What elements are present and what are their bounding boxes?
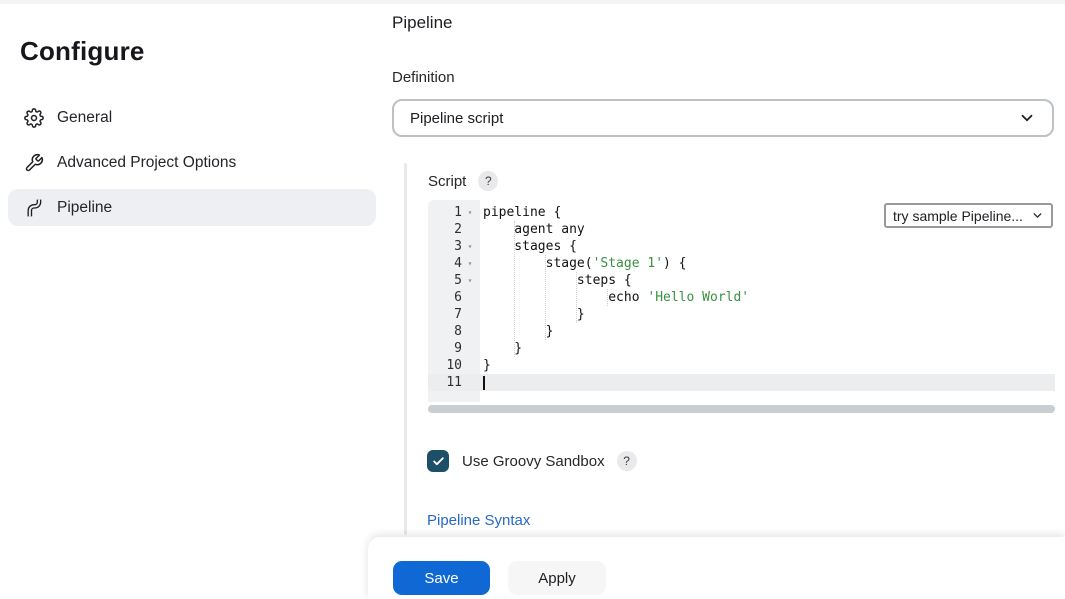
code-line[interactable]: 10} (428, 357, 1055, 374)
code-line-text: } (483, 341, 523, 356)
code-line-text: } (483, 358, 491, 373)
pipeline-icon (24, 198, 44, 218)
sidebar-item-pipeline[interactable]: Pipeline (8, 189, 376, 226)
chevron-down-icon (1021, 114, 1033, 122)
sandbox-help-button[interactable]: ? (616, 451, 637, 471)
code-line-text (480, 374, 485, 391)
code-line-text: stages { (483, 239, 577, 254)
script-row: Script ? (428, 171, 499, 191)
sample-pipeline-select-value: try sample Pipeline... (893, 207, 1023, 224)
fold-arrow-icon[interactable]: ▾ (467, 276, 473, 285)
indent-guide (607, 289, 608, 306)
pipeline-syntax-link[interactable]: Pipeline Syntax (427, 512, 531, 529)
code-line[interactable]: 7 } (428, 306, 1055, 323)
code-line[interactable]: 5 ▾ steps { (428, 272, 1055, 289)
wrench-icon (24, 153, 44, 173)
code-line[interactable]: 3 ▾ stages { (428, 238, 1055, 255)
sidebar-item-label: Pipeline (57, 198, 113, 216)
line-number: 5 (454, 273, 462, 288)
code-line-text: pipeline { (483, 205, 562, 220)
code-line[interactable]: 6 echo 'Hello World' (428, 289, 1055, 306)
line-number: 6 (454, 290, 462, 305)
editor-gutter (428, 200, 480, 402)
fold-arrow-icon[interactable]: ▾ (467, 242, 473, 251)
text-cursor (483, 375, 485, 390)
code-line[interactable]: 11 (428, 374, 1055, 391)
definition-label: Definition (392, 69, 455, 86)
code-line-text: steps { (483, 273, 632, 288)
fold-spacer (462, 340, 478, 357)
indent-guide (576, 272, 577, 323)
code-line-text: } (483, 307, 585, 322)
indent-guide (545, 255, 546, 340)
chevron-down-icon (1033, 213, 1042, 218)
fold-spacer (462, 323, 478, 340)
gear-icon (24, 107, 44, 128)
sample-pipeline-select[interactable]: try sample Pipeline... (884, 203, 1053, 228)
line-number: 8 (454, 324, 462, 339)
fold-spacer (462, 306, 478, 323)
top-strip (0, 0, 1065, 4)
save-button[interactable]: Save (393, 561, 490, 595)
indent-guide (514, 221, 515, 357)
section-indent-line (404, 163, 407, 535)
line-number: 2 (454, 222, 462, 237)
code-line[interactable]: 9 } (428, 340, 1055, 357)
code-line[interactable]: 8 } (428, 323, 1055, 340)
groovy-sandbox-row: Use Groovy Sandbox ? (427, 450, 637, 472)
code-line-text: } (483, 324, 554, 339)
code-line-text: stage('Stage 1') { (483, 256, 687, 271)
fold-spacer (462, 374, 478, 391)
line-number: 11 (446, 375, 462, 390)
code-line[interactable]: 2 agent any (428, 221, 1055, 238)
sidebar-item-label: General (57, 108, 113, 126)
apply-button[interactable]: Apply (508, 561, 606, 595)
code-line-text: agent any (483, 222, 585, 237)
checkmark-icon (432, 456, 444, 465)
groovy-sandbox-checkbox[interactable] (427, 450, 449, 472)
fold-spacer (462, 221, 478, 238)
fold-arrow-icon[interactable]: ▾ (467, 259, 473, 268)
bottom-bar: Save Apply (368, 537, 1065, 599)
script-label: Script (428, 172, 467, 190)
fold-spacer (462, 357, 478, 374)
line-number: 9 (454, 341, 462, 356)
definition-select[interactable]: Pipeline script (392, 99, 1054, 137)
line-number: 1 (454, 205, 462, 220)
sidebar-item-advanced-project-options[interactable]: Advanced Project Options (8, 144, 376, 181)
code-line-text: echo 'Hello World' (483, 290, 750, 305)
sidebar-item-label: Advanced Project Options (57, 153, 237, 171)
definition-select-value: Pipeline script (410, 109, 504, 127)
page-title: Pipeline (392, 13, 453, 32)
line-number: 7 (454, 307, 462, 322)
sidebar-item-general[interactable]: General (8, 99, 376, 136)
groovy-sandbox-label: Use Groovy Sandbox (462, 452, 605, 470)
fold-spacer (462, 289, 478, 306)
fold-arrow-icon[interactable]: ▾ (467, 208, 473, 217)
editor-horizontal-scrollbar[interactable] (428, 405, 1055, 413)
line-number: 4 (454, 256, 462, 271)
line-number: 10 (446, 358, 462, 373)
code-line[interactable]: 4 ▾ stage('Stage 1') { (428, 255, 1055, 272)
sidebar-heading: Configure (20, 36, 145, 66)
code-line[interactable]: 1 ▾ pipeline { (428, 204, 1055, 221)
script-help-button[interactable]: ? (478, 171, 499, 191)
line-number: 3 (454, 239, 462, 254)
